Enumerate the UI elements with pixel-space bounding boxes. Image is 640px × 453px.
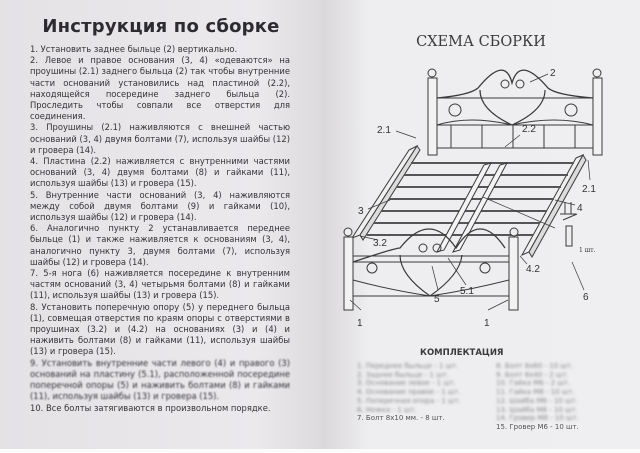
kit-item: 10. Гайка М6 - 2 шт. xyxy=(496,379,571,388)
label-3: 3 xyxy=(358,206,364,217)
step-1: 1. Установить заднее быльце (2) вертикал… xyxy=(30,44,238,54)
scheme-title: СХЕМА СБОРКИ xyxy=(416,34,546,50)
kit-item: 2. Заднее быльце - 1 шт. xyxy=(357,370,449,379)
step-7: 7. 5-я нога (6) наживляется посередине к… xyxy=(30,268,290,301)
leader-lines xyxy=(349,73,591,311)
label-6: 6 xyxy=(583,292,589,303)
step-6: 6. Аналогично пункту 2 устанавливается п… xyxy=(30,223,290,267)
step-10: 10. Все болты затягиваются в произвольно… xyxy=(30,402,271,413)
left-page xyxy=(0,0,322,453)
leg-detail xyxy=(560,202,578,247)
label-5: 5 xyxy=(434,294,440,305)
kit-item: 4. Основание правое - 1 шт. xyxy=(357,388,461,397)
instruction-steps: 1. Установить заднее быльце (2) вертикал… xyxy=(30,44,290,414)
kit-title: КОМПЛЕКТАЦИЯ xyxy=(420,348,504,358)
step-5: 5. Внутренние части оснований (3, 4) наж… xyxy=(30,189,290,223)
label-4-2: 4.2 xyxy=(526,264,540,275)
kit-item: 5. Поперечная опора - 1 шт. xyxy=(357,396,461,405)
step-4: 4. Пластина (2.2) наживляется с внутренн… xyxy=(30,156,290,189)
center-support xyxy=(435,162,509,253)
kit-item: 8. Болт 8х60 - 10 шт. xyxy=(496,362,574,370)
label-2-2: 2.2 xyxy=(522,124,536,135)
label-4: 4 xyxy=(577,203,583,214)
kit-item: 6. Ножка - 1 шт. xyxy=(357,405,417,414)
kit-list-left: 1. Переднее быльце - 1 шт. 2. Заднее был… xyxy=(357,362,461,423)
instructions-title: Инструкция по сборке xyxy=(42,16,280,37)
label-2-1-right: 2.1 xyxy=(582,184,596,195)
kit-item: 7. Болт 8х10 мм. - 8 шт. xyxy=(357,414,445,423)
right-page xyxy=(322,0,640,453)
kit-item: 1. Переднее быльце - 1 шт. xyxy=(357,362,459,370)
step-3: 3. Проушины (2.1) наживляются с внешней … xyxy=(30,122,290,155)
footboard xyxy=(343,227,519,311)
kit-item: 13. Шайба М8 - 10 шт. xyxy=(496,405,578,414)
label-qty: 1 шт. xyxy=(579,247,596,254)
headboard xyxy=(427,68,603,156)
page-edge xyxy=(0,449,640,453)
kit-item: 12. Шайба М6 - 10 шт. xyxy=(496,396,578,405)
kit-item: 9. Болт 8х40 - 2 шт. xyxy=(496,370,569,379)
kit-item: 15. Гровер М6 - 10 шт. xyxy=(496,422,579,431)
kit-list-right: 8. Болт 8х60 - 10 шт. 9. Болт 8х40 - 2 ш… xyxy=(496,362,579,432)
kit-item: 3. Основание левое - 1 шт. xyxy=(357,379,457,388)
label-1-right: 1 xyxy=(484,318,490,329)
kit-item: 14. Гровер М8 - 10 шт. xyxy=(496,414,579,423)
left-rail xyxy=(350,144,421,241)
label-2-1-left: 2.1 xyxy=(377,125,391,136)
label-2: 2 xyxy=(550,68,556,79)
kit-item: 11. Гайка М8 - 10 шт. xyxy=(496,388,575,397)
label-1-left: 1 xyxy=(357,318,363,329)
label-5-1: 5.1 xyxy=(460,286,474,297)
label-3-2: 3.2 xyxy=(373,238,387,249)
bed-assembly-diagram: 2 2.1 2.2 2.1 3 4 3.2 4.2 5 5.1 6 1 1 1 … xyxy=(343,68,603,329)
step-9: 9. Установить внутренние части левого (4… xyxy=(30,357,290,402)
step-8: 8. Установить поперечную опору (5) у пер… xyxy=(30,301,290,357)
step-2: 2. Левое и правое основания (3, 4) «одев… xyxy=(30,55,290,122)
